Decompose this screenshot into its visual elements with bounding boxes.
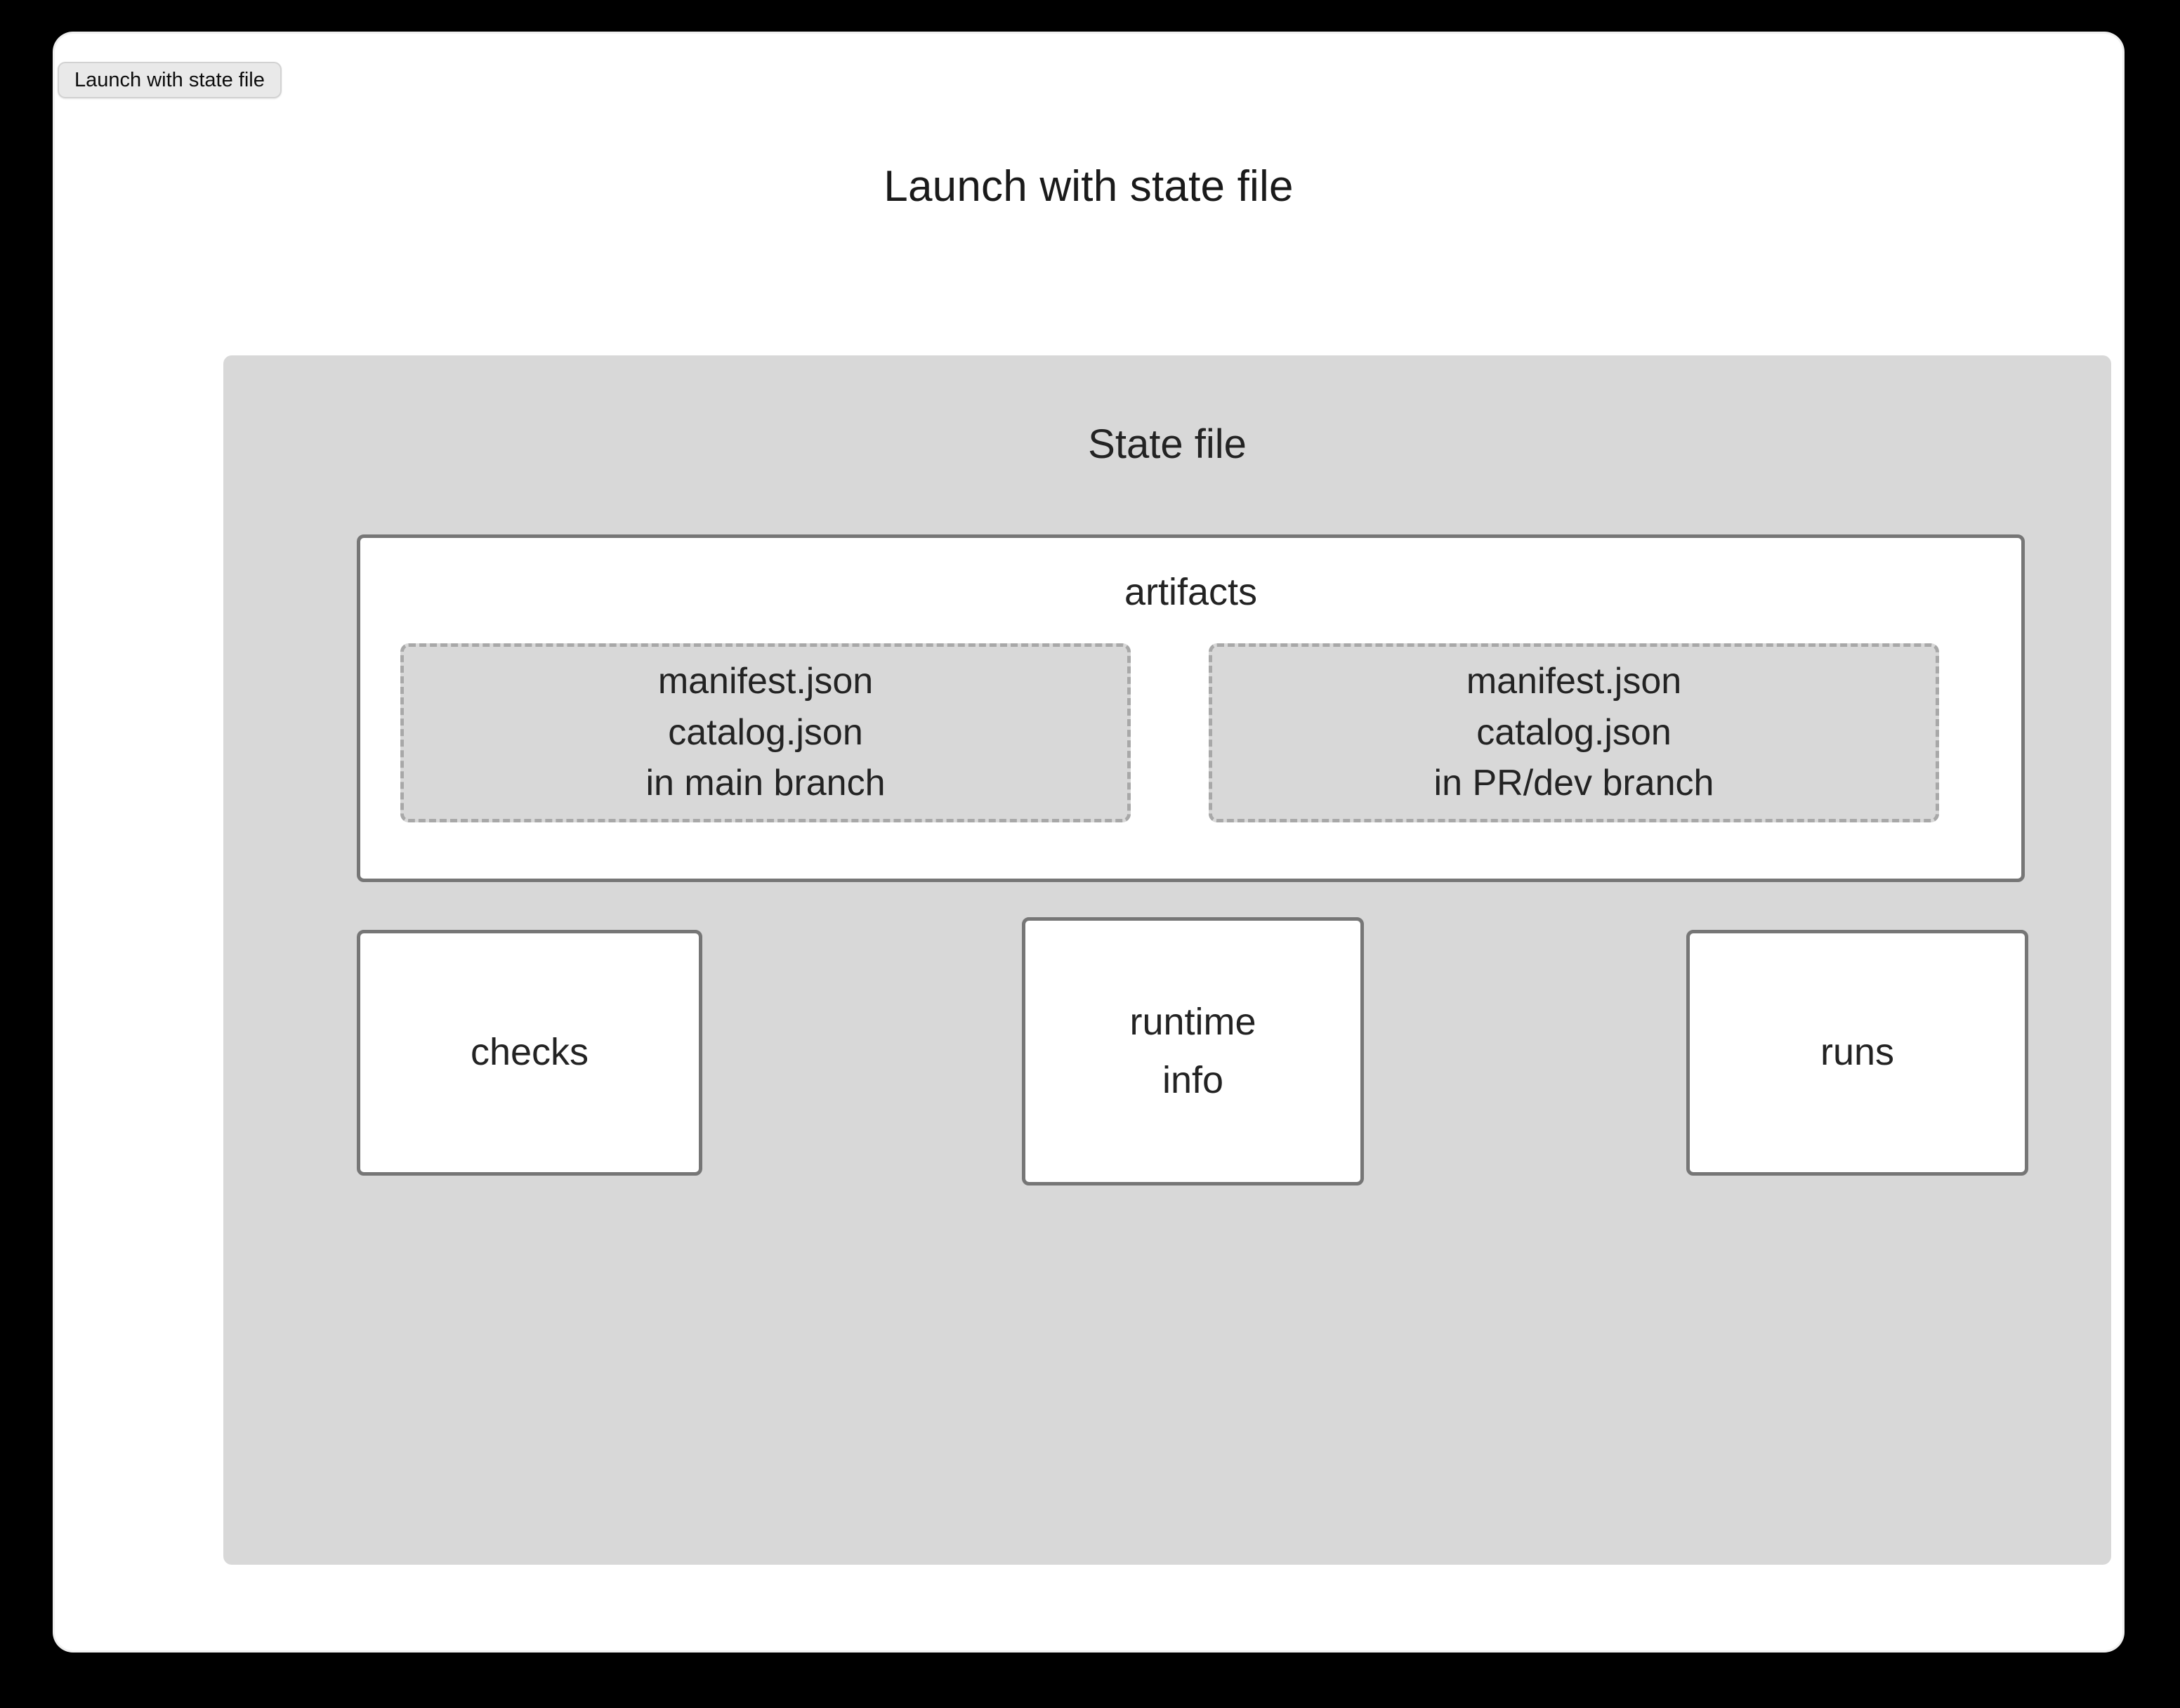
tab-launch-with-state-file[interactable]: Launch with state file [58, 62, 282, 98]
artifacts-box: artifacts manifest.json catalog.json in … [357, 534, 2025, 882]
artifact-branch-label-pr: in PR/dev branch [1433, 763, 1714, 804]
artifact-group-main-branch: manifest.json catalog.json in main branc… [400, 643, 1131, 822]
node-runtime-info-label-line1: runtime [1129, 1000, 1256, 1043]
app-window: Launch with state file State file artifa… [55, 34, 2122, 1650]
artifacts-title: artifacts [1124, 571, 1258, 613]
node-checks-label: checks [470, 1031, 589, 1074]
state-file-panel-title: State file [1088, 421, 1247, 467]
page-title: Launch with state file [884, 162, 1294, 211]
artifact-group-pr-dev-branch: manifest.json catalog.json in PR/dev bra… [1209, 643, 1939, 822]
node-checks: checks [357, 930, 702, 1176]
artifact-manifest-json-pr: manifest.json [1466, 661, 1682, 702]
artifact-manifest-json-main: manifest.json [657, 661, 874, 702]
node-runs: runs [1686, 930, 2028, 1176]
artifact-catalog-json-main: catalog.json [668, 711, 863, 753]
artifact-catalog-json-pr: catalog.json [1476, 711, 1672, 753]
tab-label: Launch with state file [74, 68, 265, 91]
state-file-panel: State file artifacts manifest.json catal… [223, 355, 2111, 1565]
node-runtime-info-label-line2: info [1162, 1059, 1224, 1101]
node-runs-label: runs [1820, 1031, 1895, 1074]
artifact-branch-label-main: in main branch [645, 763, 886, 804]
node-runtime-info: runtime info [1022, 917, 1364, 1185]
